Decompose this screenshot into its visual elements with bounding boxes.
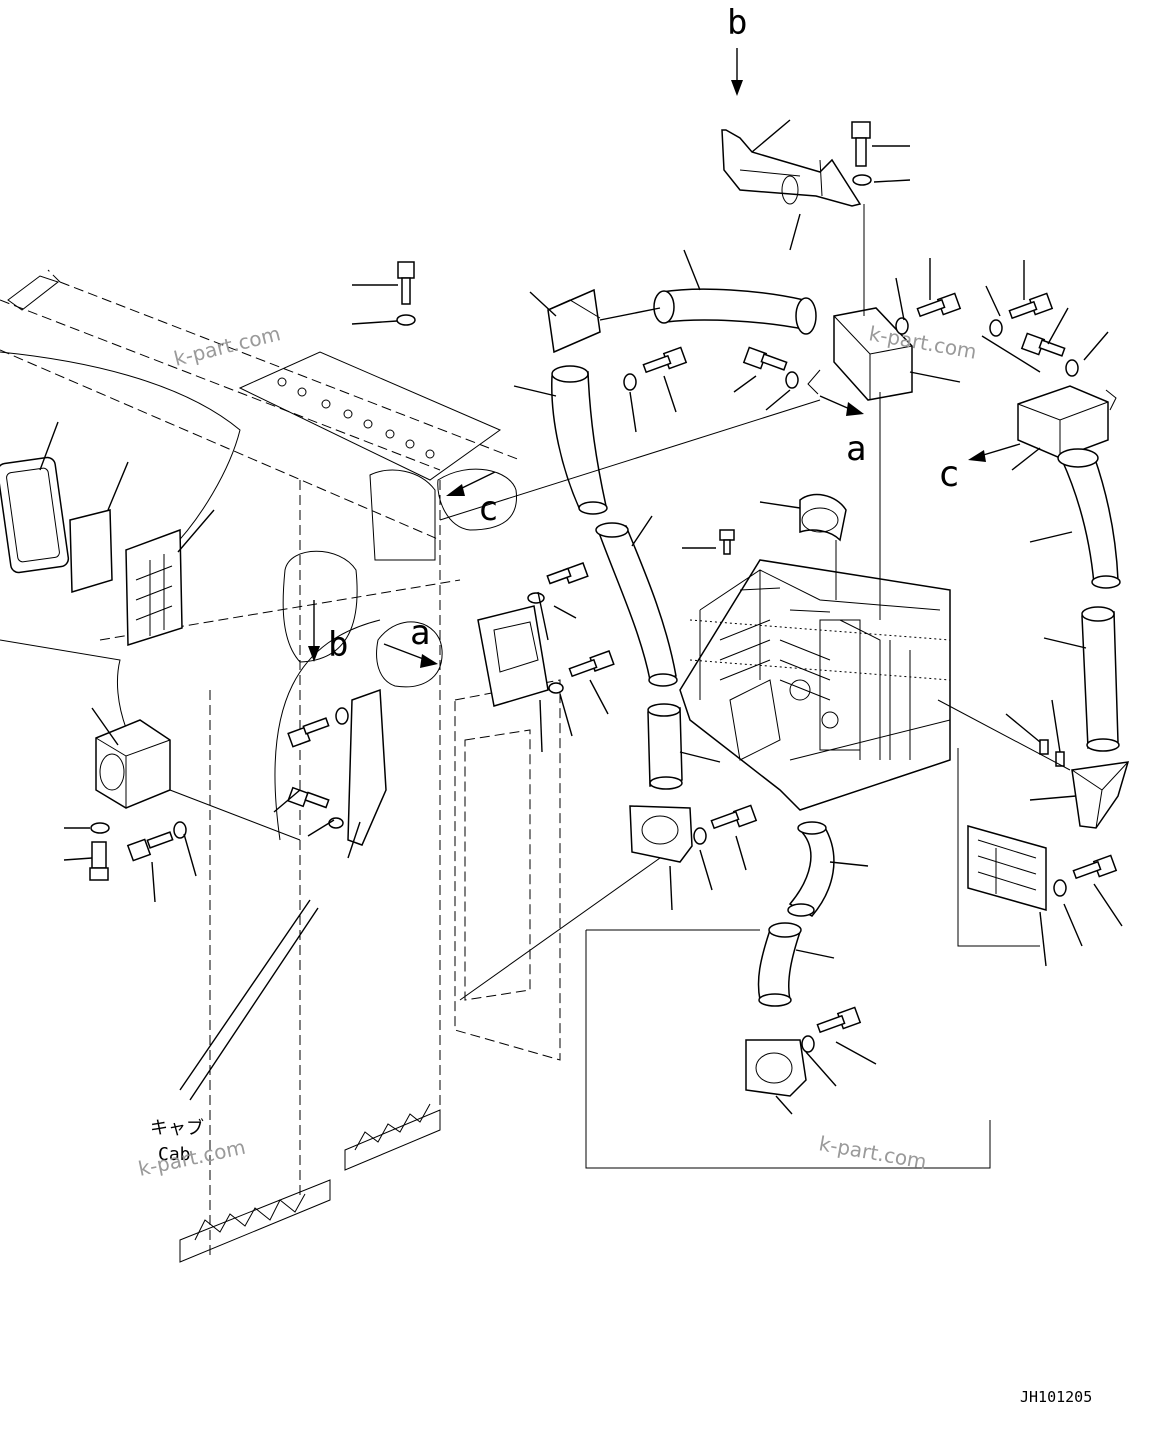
hose-left-upper <box>513 365 608 515</box>
duct-right-upper <box>1011 385 1117 471</box>
curved-duct-top <box>653 249 817 335</box>
upper-bracket <box>721 119 862 251</box>
flange-center <box>629 805 693 911</box>
scroll-hose <box>759 493 847 542</box>
junction-box <box>807 307 961 401</box>
cab-body <box>0 261 561 1263</box>
watermark-1: k-part.com <box>171 321 282 371</box>
view-label-b-top: b <box>727 3 747 43</box>
watermark-3: k-part.com <box>136 1135 248 1181</box>
view-arrows <box>308 48 1021 668</box>
hose-right-lower <box>1043 606 1120 752</box>
view-label-a-left: a <box>410 613 430 653</box>
view-label-b-left: b <box>328 625 348 665</box>
vent-frame <box>967 825 1047 967</box>
assembly-lines <box>439 204 1071 1169</box>
duct-right-lower <box>1029 761 1130 829</box>
filter-grille <box>125 528 183 647</box>
clips-right <box>1005 699 1065 767</box>
bolts-right-lower <box>1053 854 1123 947</box>
air-conditioner-unit <box>679 559 951 811</box>
bolts-right-top <box>895 258 1109 377</box>
duct-elbow-top-left <box>529 288 661 354</box>
bolts-lower <box>801 1006 877 1087</box>
view-label-c-right: c <box>938 454 960 495</box>
watermark-4: k-part.com <box>817 1131 928 1174</box>
filter-frame <box>0 456 70 574</box>
view-label-a-right: a <box>846 429 866 469</box>
leader-lines-left <box>39 284 398 903</box>
cab-bolts <box>89 261 416 881</box>
bolts-center <box>527 346 799 891</box>
center-bracket-plate <box>477 605 549 753</box>
view-label-c-left: c <box>478 489 498 529</box>
cab-label-jp: キャブ <box>150 1117 204 1139</box>
hose-center-short <box>647 703 721 790</box>
flange-lower <box>745 1039 807 1115</box>
hose-lower-1 <box>787 821 869 917</box>
cab-label-en: Cab <box>158 1144 191 1165</box>
hose-lower-2 <box>757 922 835 1007</box>
filter-element <box>69 509 113 593</box>
duct-left <box>95 719 171 809</box>
upper-bolt <box>851 121 911 186</box>
floor-brackets <box>179 1103 441 1263</box>
hose-right-upper <box>1029 448 1121 589</box>
drawing-code: JH101205 <box>1020 1388 1092 1406</box>
cover-plate <box>347 688 387 846</box>
roof-holes <box>277 377 435 459</box>
hose-left-lower <box>595 515 678 687</box>
